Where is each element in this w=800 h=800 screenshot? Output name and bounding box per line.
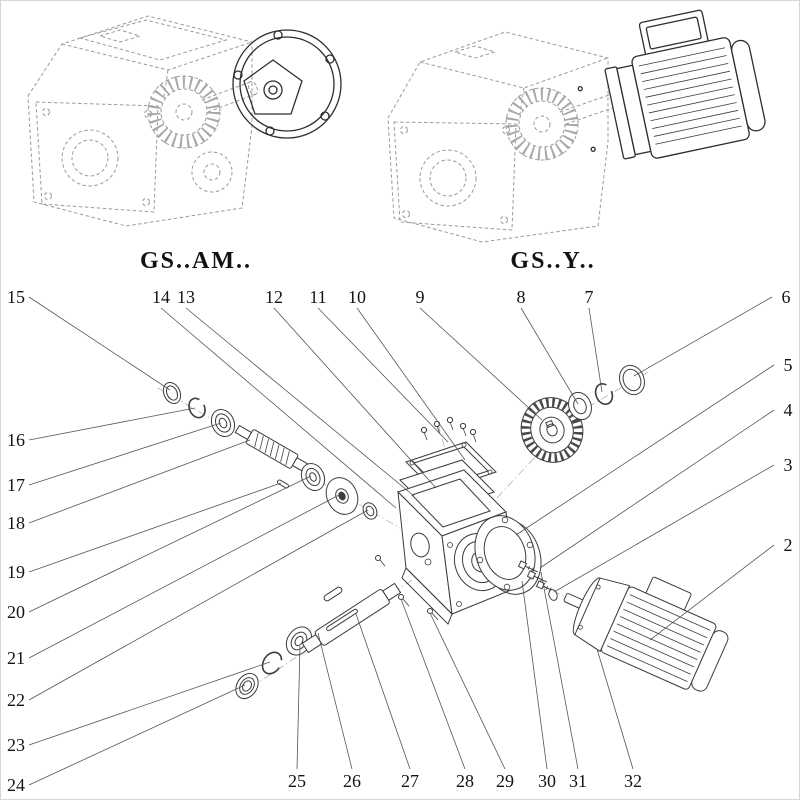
- leader-line-18: [28, 439, 251, 524]
- leader-line-23: [28, 661, 271, 746]
- callout-7: 7: [584, 287, 594, 307]
- callout-11: 11: [309, 287, 327, 307]
- leader-line-29: [429, 612, 506, 770]
- callout-21: 21: [7, 648, 25, 668]
- motor-part: [563, 576, 729, 692]
- callout-25: 25: [288, 771, 306, 791]
- callout-4: 4: [783, 400, 793, 420]
- leader-line-6: [633, 296, 773, 377]
- callout-32: 32: [624, 771, 642, 791]
- oil-seal-part: [235, 672, 259, 700]
- leader-line-24: [28, 684, 246, 786]
- gs-y-drawing: [387, 9, 766, 243]
- seal-ring-part: [162, 381, 182, 405]
- callout-19: 19: [7, 562, 25, 582]
- screw-set: [420, 416, 477, 443]
- leader-line-30: [521, 580, 548, 770]
- output-shaft-part: [301, 582, 402, 654]
- circlip-part: [188, 397, 206, 419]
- callout-16: 16: [7, 430, 25, 450]
- small-ring-part: [362, 502, 378, 520]
- leader-line-22: [28, 509, 369, 701]
- callout-23: 23: [7, 735, 25, 755]
- callout-26: 26: [343, 771, 361, 791]
- leader-line-21: [28, 494, 340, 659]
- callout-22: 22: [7, 690, 25, 710]
- callout-3: 3: [783, 455, 793, 475]
- callout-29: 29: [496, 771, 514, 791]
- washer-disc-part: [325, 477, 359, 515]
- callout-18: 18: [7, 513, 25, 533]
- washer-part: [568, 391, 592, 421]
- callout-28: 28: [456, 771, 474, 791]
- leader-line-9: [419, 307, 543, 421]
- leader-line-2: [649, 544, 775, 641]
- retaining-ring-part: [619, 364, 645, 396]
- leader-line-12: [273, 307, 437, 489]
- y-motor: [577, 9, 766, 160]
- callout-9: 9: [415, 287, 425, 307]
- bearing-part: [210, 408, 236, 438]
- screw-part: [398, 594, 410, 607]
- callout-31: 31: [569, 771, 587, 791]
- worm-shaft-assembly: [162, 381, 378, 520]
- helical-gear-part: [520, 397, 584, 463]
- exploded-view: [157, 364, 729, 700]
- callout-2: 2: [783, 535, 793, 555]
- motor-flange-assembly: [474, 515, 558, 601]
- output-gear-stack: [520, 364, 645, 463]
- leader-line-4: [539, 409, 775, 569]
- callout-14: 14: [152, 287, 170, 307]
- callout-24: 24: [7, 775, 25, 795]
- circlip-part-3: [261, 651, 283, 675]
- callout-27: 27: [401, 771, 419, 791]
- callout-8: 8: [516, 287, 526, 307]
- output-shaft-assembly: [235, 555, 439, 700]
- callout-13: 13: [177, 287, 195, 307]
- leader-line-13: [185, 307, 415, 497]
- input-gear-ghost-2: [505, 87, 619, 161]
- circlip-part-2: [594, 383, 614, 405]
- callout-17: 17: [7, 475, 25, 495]
- callout-12: 12: [265, 287, 283, 307]
- leader-line-15: [28, 296, 171, 391]
- am-flange: [232, 29, 342, 139]
- callout-15: 15: [7, 287, 25, 307]
- leader-line-19: [28, 482, 282, 573]
- caption-gs-am: GS..AM..: [140, 248, 252, 274]
- gs-am-drawing: [27, 15, 342, 227]
- leader-line-31: [540, 571, 579, 770]
- callout-30: 30: [538, 771, 556, 791]
- key-part: [323, 586, 343, 602]
- leader-line-14: [160, 307, 397, 509]
- caption-gs-y: GS..Y..: [510, 248, 596, 274]
- callout-5: 5: [783, 355, 793, 375]
- leader-line-11: [317, 307, 449, 443]
- leader-line-17: [28, 422, 222, 486]
- leader-line-3: [553, 464, 775, 593]
- leader-line-27: [355, 613, 411, 770]
- leader-line-26: [317, 632, 353, 770]
- gearbox-housing-ghost: [27, 15, 253, 227]
- plug-part: [375, 555, 386, 567]
- input-gear-ghost: [147, 75, 258, 149]
- leader-line-16: [28, 407, 196, 441]
- callout-6: 6: [781, 287, 791, 307]
- leader-line-5: [515, 364, 775, 536]
- gearbox-housing-ghost-2: [387, 31, 609, 243]
- leader-line-10: [356, 307, 466, 461]
- bearing-part-2: [300, 462, 326, 492]
- leader-line-20: [28, 475, 312, 613]
- leader-line-8: [520, 307, 579, 405]
- leader-line-25: [296, 645, 301, 770]
- callout-10: 10: [348, 287, 366, 307]
- leader-lines: [28, 296, 775, 786]
- callout-20: 20: [7, 602, 25, 622]
- bolt-set: [517, 560, 558, 601]
- leader-line-7: [588, 307, 603, 393]
- leader-line-32: [596, 648, 634, 770]
- leader-line-28: [400, 598, 466, 770]
